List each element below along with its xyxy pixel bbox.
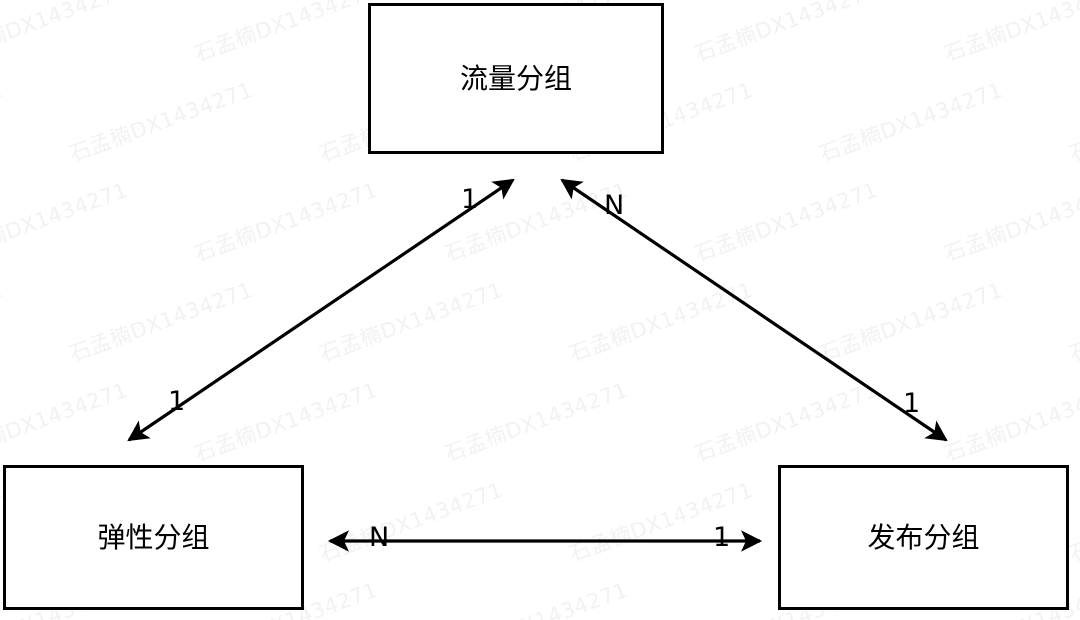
edge-label-elastic-release-near-release: 1 bbox=[713, 522, 731, 553]
node-elastic-group-label: 弹性分组 bbox=[97, 520, 210, 554]
node-elastic-group[interactable]: 弹性分组 bbox=[3, 465, 304, 610]
node-release-group-label: 发布分组 bbox=[867, 520, 980, 554]
node-release-group[interactable]: 发布分组 bbox=[778, 465, 1069, 610]
edge-label-release-traffic-near-traffic: N bbox=[604, 190, 625, 221]
edge-label-elastic-release-near-elastic: N bbox=[369, 522, 390, 553]
node-traffic-group-label: 流量分组 bbox=[459, 61, 572, 95]
edge-line-elastic-traffic bbox=[127, 178, 515, 442]
node-traffic-group[interactable]: 流量分组 bbox=[368, 3, 664, 154]
edge-release-to-traffic bbox=[560, 178, 948, 442]
edge-label-release-traffic-near-release: 1 bbox=[903, 388, 921, 419]
edge-elastic-to-traffic bbox=[127, 178, 515, 442]
edge-line-release-traffic bbox=[560, 178, 948, 442]
edge-label-elastic-traffic-near-elastic: 1 bbox=[168, 386, 186, 417]
edge-label-elastic-traffic-near-traffic: 1 bbox=[461, 184, 479, 215]
